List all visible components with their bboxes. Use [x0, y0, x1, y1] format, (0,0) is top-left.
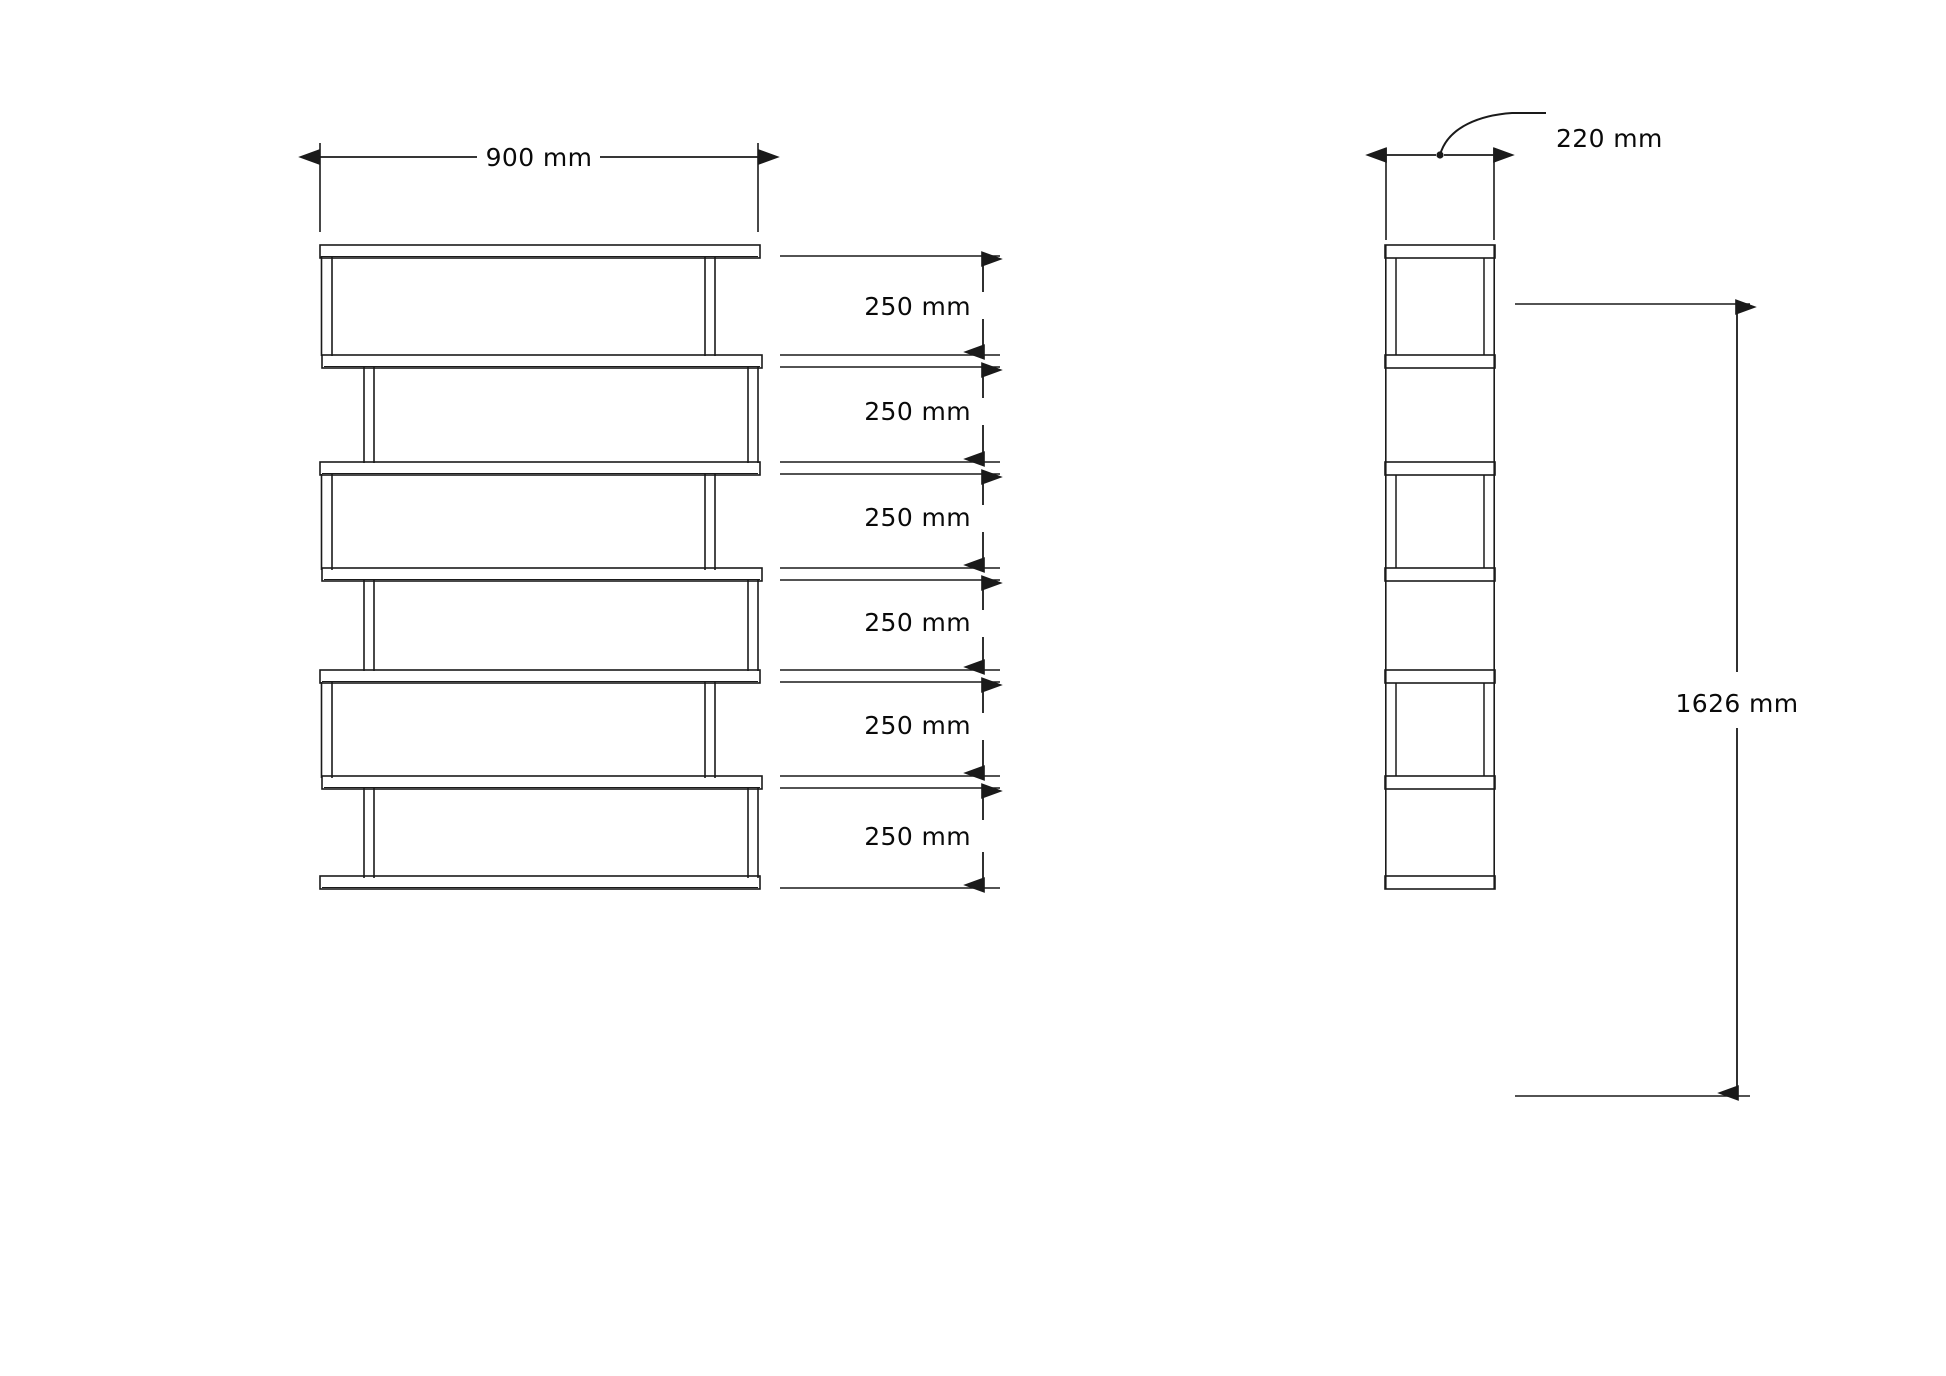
gap-dimension-1: 250 mm: [864, 251, 1003, 360]
front-shelf-board-5: [319, 669, 761, 684]
side-view-body: [1384, 244, 1496, 890]
side-cell-5-panels: [1395, 683, 1485, 776]
gap-dimension-label-3: 250 mm: [864, 503, 971, 532]
gap-extension-lines: [780, 255, 1000, 889]
side-cell-1-panels: [1395, 258, 1485, 355]
side-shelf-band-7: [1384, 875, 1496, 890]
gap-dimension-6: 250 mm: [864, 783, 1003, 893]
front-shelf-board-3: [319, 461, 761, 476]
gap-dimension-label-5: 250 mm: [864, 711, 971, 740]
gap-dimension-label-6: 250 mm: [864, 822, 971, 851]
front-shelf-board-4: [321, 567, 763, 582]
front-shelf-board-1: [319, 244, 761, 259]
front-panel-bay-5-right: [704, 682, 716, 778]
gap-dimension-label-1: 250 mm: [864, 292, 971, 321]
gap-dimension-5: 250 mm: [864, 677, 1003, 781]
side-shelf-band-1: [1384, 244, 1496, 259]
side-shelf-band-5: [1384, 669, 1496, 684]
front-panel-bay-5-left: [320, 682, 333, 778]
front-panel-bay-3-right: [704, 474, 716, 570]
depth-dimension-label: 220 mm: [1556, 124, 1663, 153]
side-view: 220 mm: [1365, 112, 1798, 1101]
side-shelf-band-6: [1384, 775, 1496, 790]
front-panel-bay-1-right: [704, 257, 716, 356]
depth-leader-curve: [1439, 112, 1546, 156]
front-shelf-board-2: [321, 354, 763, 369]
width-dimension-900: 900 mm: [298, 143, 780, 232]
front-panel-bay-3-left: [320, 474, 333, 570]
gap-dimension-label-2: 250 mm: [864, 397, 971, 426]
shelf-gap-dimension-stack: 250 mm 250 mm 250 mm 250 mm: [780, 251, 1003, 893]
gap-dimension-4: 250 mm: [864, 575, 1003, 675]
side-shelf-band-2: [1384, 354, 1496, 369]
front-view: 900 mm: [298, 143, 780, 890]
gap-dimension-label-4: 250 mm: [864, 608, 971, 637]
front-panel-bay-2-right: [747, 367, 759, 463]
side-cell-3-panels: [1395, 475, 1485, 568]
front-panel-bay-1-left: [320, 256, 333, 356]
front-panel-bay-6-left: [363, 788, 375, 878]
front-panel-bay-4-right: [747, 580, 759, 671]
depth-dimension-220: 220 mm: [1365, 112, 1663, 240]
gap-dimension-2: 250 mm: [864, 362, 1003, 467]
height-dimension-1626: 1626 mm: [1515, 299, 1798, 1101]
width-dimension-label: 900 mm: [486, 143, 593, 172]
front-panel-bay-4-left: [363, 580, 375, 671]
side-shelf-band-4: [1384, 567, 1496, 582]
gap-dimension-3: 250 mm: [864, 469, 1003, 573]
front-shelf-board-7-base: [319, 875, 761, 890]
front-shelf-board-6: [321, 775, 763, 790]
front-panel-bay-2-left: [363, 367, 375, 463]
side-shelf-band-3: [1384, 461, 1496, 476]
front-panel-bay-6-right: [747, 788, 759, 878]
height-dimension-label: 1626 mm: [1675, 689, 1798, 718]
